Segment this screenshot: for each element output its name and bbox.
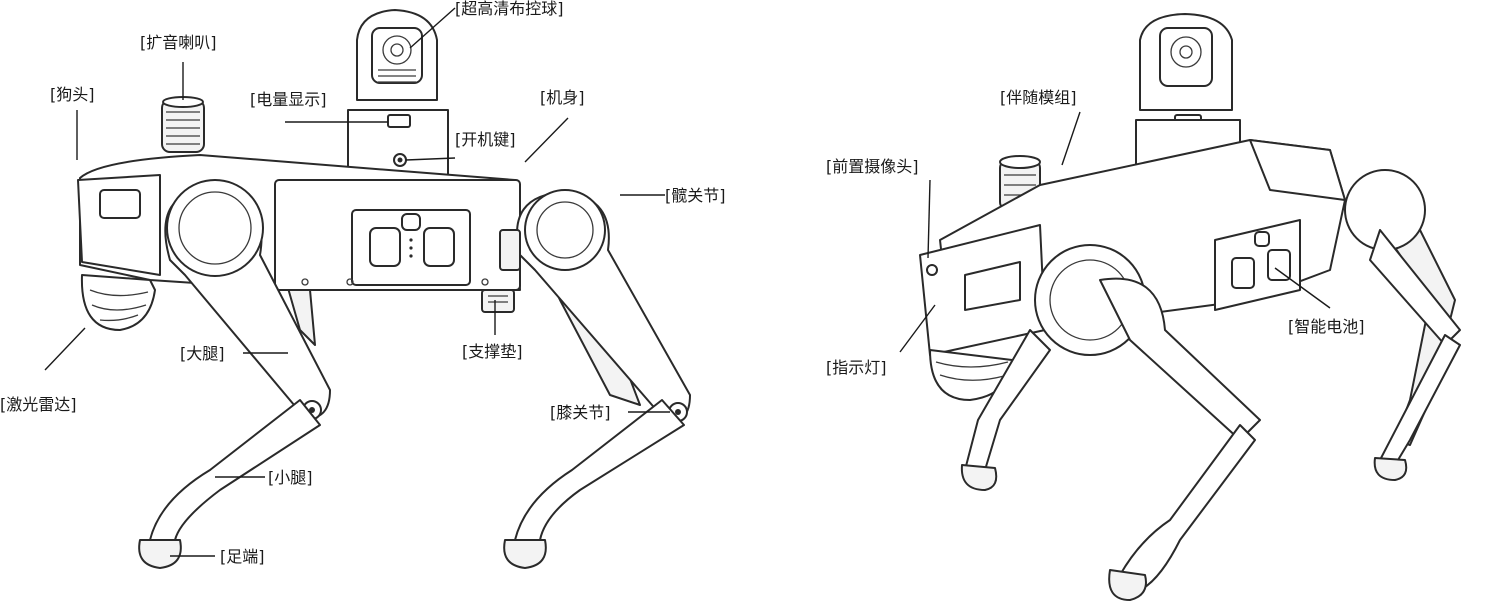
label-dog-head: [狗头]	[50, 85, 95, 104]
label-power-button: [开机键]	[455, 130, 516, 149]
leader-lines	[44, 7, 1331, 557]
label-companion-module: [伴随模组]	[1000, 88, 1077, 107]
front-far-leg-right	[960, 329, 1051, 491]
label-calf: [小腿]	[268, 468, 313, 487]
label-ptz-camera: [超高清布控球]	[455, 0, 564, 18]
label-foot: [足端]	[220, 547, 265, 566]
rear-leg	[499, 189, 691, 569]
side-view-robot	[77, 9, 691, 569]
front-leg	[138, 179, 331, 569]
label-indicator-light: [指示灯]	[826, 358, 887, 377]
label-smart-battery: [智能电池]	[1288, 317, 1365, 336]
label-power-display: [电量显示]	[250, 90, 327, 109]
label-body: [机身]	[540, 88, 585, 107]
rear-leg-right	[1344, 169, 1461, 481]
ptz-camera	[347, 9, 449, 185]
label-hip-joint: [髋关节]	[665, 186, 726, 205]
label-thigh: [大腿]	[180, 344, 225, 363]
front-leg-right	[1034, 244, 1261, 601]
label-speaker: [扩音喇叭]	[140, 33, 217, 52]
label-front-camera: [前置摄像头]	[826, 157, 919, 176]
label-knee-joint: [膝关节]	[550, 403, 611, 422]
speaker	[161, 96, 205, 153]
labels: [超高清布控球] [扩音喇叭] [狗头] [电量显示] [机身] [开机键] […	[0, 0, 1365, 566]
perspective-view-robot	[919, 13, 1461, 601]
label-lidar: [激光雷达]	[0, 395, 77, 414]
label-support-pad: [支撑垫]	[462, 342, 523, 361]
